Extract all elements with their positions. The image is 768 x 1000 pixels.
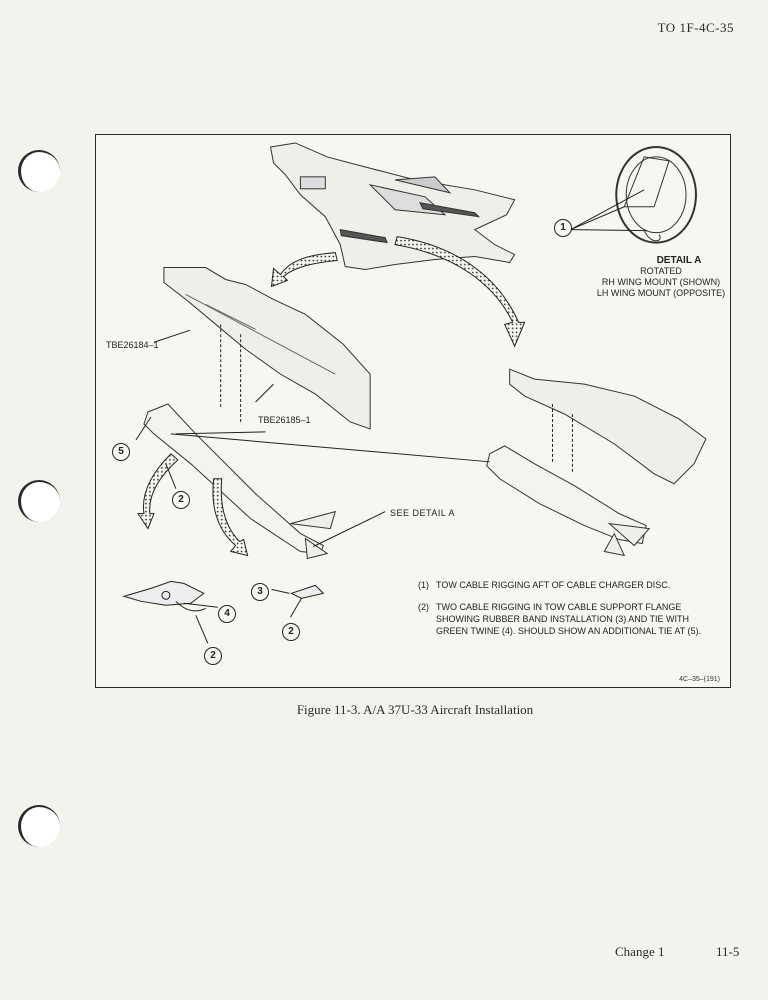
note-text: TOW CABLE RIGGING AFT OF CABLE CHARGER D… xyxy=(436,580,671,590)
binder-hole-top xyxy=(18,150,60,192)
detail-a-title: DETAIL A xyxy=(656,255,702,266)
binder-hole-middle xyxy=(18,480,60,522)
detail-a-line: LH WING MOUNT (OPPOSITE) xyxy=(596,288,726,298)
note-2: (2) TWO CABLE RIGGING IN TOW CABLE SUPPOR… xyxy=(418,601,718,637)
note-text: TWO CABLE RIGGING IN TOW CABLE SUPPORT F… xyxy=(436,602,702,636)
footer-page-number: 11-5 xyxy=(716,944,740,959)
removal-arrow-2 xyxy=(394,236,526,348)
aircraft-pylon-missile xyxy=(419,202,481,218)
missile-body-right xyxy=(486,445,647,545)
callout-4: 4 xyxy=(218,605,236,623)
removal-arrow-4 xyxy=(212,478,249,557)
launcher-rail-left xyxy=(163,267,371,430)
page-header-doc-id: TO 1F-4C-35 xyxy=(657,20,734,35)
part-number-label-a: TBE26184–1 xyxy=(106,340,159,350)
figure-caption: Figure 11-3. A/A 37U-33 Aircraft Install… xyxy=(296,702,534,717)
binder-hole-bottom xyxy=(18,805,60,847)
callout-5: 5 xyxy=(112,443,130,461)
figure-frame: TBE26184–1 TBE26185–1 SEE DETAIL A DETAI… xyxy=(95,134,731,688)
detail-a-line: ROTATED xyxy=(640,266,682,276)
installation-illustration xyxy=(122,142,707,644)
removal-arrow-3 xyxy=(137,453,179,530)
footer-change: Change 1 xyxy=(615,944,665,959)
note-number: (2) xyxy=(418,602,429,612)
detail-a-line: RH WING MOUNT (SHOWN) xyxy=(601,277,721,287)
figure-code: 4C–35–(191) xyxy=(679,676,720,683)
callout-2: 2 xyxy=(204,647,222,665)
callout-1: 1 xyxy=(554,219,572,237)
removal-arrow-1 xyxy=(270,252,338,288)
missile-body-left xyxy=(143,403,324,555)
callout-3: 3 xyxy=(251,583,269,601)
callout-2: 2 xyxy=(282,623,300,641)
note-number: (1) xyxy=(418,580,429,590)
note-1: (1) TOW CABLE RIGGING AFT OF CABLE CHARGE… xyxy=(418,579,718,591)
part-number-label-b: TBE26185–1 xyxy=(258,415,311,425)
launcher-rail-right xyxy=(509,368,707,485)
callout-2: 2 xyxy=(172,491,190,509)
see-detail-label: SEE DETAIL A xyxy=(390,508,456,518)
detail-a-subtitle: ROTATED RH WING MOUNT (SHOWN) LH WING MO… xyxy=(581,266,741,299)
